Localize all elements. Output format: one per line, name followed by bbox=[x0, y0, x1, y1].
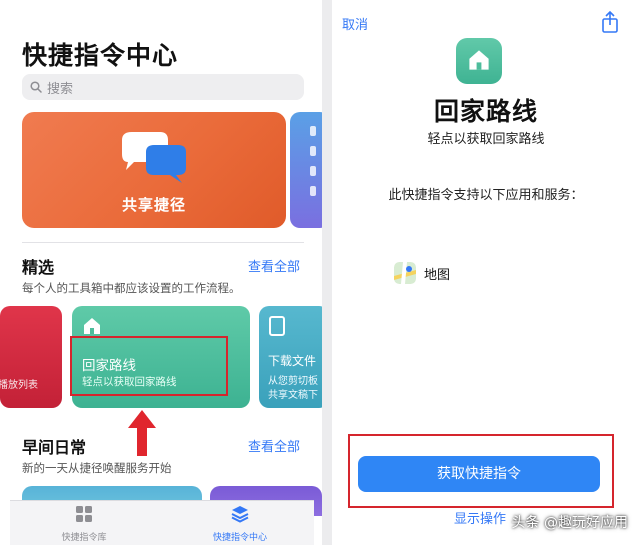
featured-see-all-link[interactable]: 查看全部 bbox=[247, 260, 300, 275]
shortcut-detail-screen: 取消 回家路线 轻点以获取回家路线 此快捷指令支持以下应用和服务： 地图 获取快… bbox=[332, 0, 640, 545]
panel-divider bbox=[322, 0, 332, 545]
page-title: 快捷指令中心 bbox=[22, 41, 179, 70]
get-shortcut-button[interactable]: 获取快捷指令 bbox=[358, 456, 600, 492]
tab-library-label: 快捷指令库 bbox=[61, 533, 107, 543]
card-directions-home[interactable]: 回家路线 轻点以获取回家路线 bbox=[72, 306, 250, 408]
search-placeholder: 搜索 bbox=[47, 81, 74, 97]
hero-card-share-shortcuts[interactable]: 共享捷径 bbox=[22, 112, 286, 228]
hero-card-peek[interactable] bbox=[290, 112, 322, 228]
cancel-button[interactable]: 取消 bbox=[342, 18, 369, 33]
card-directions-title: 回家路线 bbox=[82, 358, 136, 374]
morning-title: 早间日常 bbox=[22, 438, 87, 457]
supported-app-maps: 地图 bbox=[394, 262, 450, 284]
layers-icon bbox=[231, 506, 249, 523]
watermark: 头条 @趣玩好应用 bbox=[511, 515, 628, 531]
show-actions-link[interactable]: 显示操作 bbox=[454, 512, 507, 527]
card-download-title: 下载文件 bbox=[268, 354, 317, 368]
home-icon bbox=[469, 50, 489, 70]
chat-bubbles-icon bbox=[122, 132, 186, 183]
search-icon bbox=[30, 81, 42, 93]
card-directions-subtitle: 轻点以获取回家路线 bbox=[82, 376, 177, 388]
maps-label: 地图 bbox=[424, 267, 451, 283]
supported-apps-text: 此快捷指令支持以下应用和服务： bbox=[388, 188, 584, 203]
card-download-file[interactable]: 下载文件 从您剪切板 共享文稿下 bbox=[259, 306, 322, 408]
morning-see-all-link[interactable]: 查看全部 bbox=[247, 440, 300, 455]
shortcut-title: 回家路线 bbox=[433, 97, 538, 126]
highlight-box bbox=[348, 434, 614, 508]
featured-subtitle: 每个人的工具箱中都应该设置的工作流程。 bbox=[22, 281, 241, 295]
gallery-screen: 快捷指令中心 搜索 共享捷径 精选 查看全部 每个人的工具箱中都应该设置的工作流… bbox=[0, 41, 322, 545]
tab-gallery-label: 快捷指令中心 bbox=[212, 533, 267, 543]
grid-icon bbox=[76, 506, 92, 522]
up-arrow-icon bbox=[128, 410, 156, 456]
morning-subtitle: 新的一天从捷径唤醒服务开始 bbox=[22, 461, 172, 475]
search-input[interactable]: 搜索 bbox=[22, 74, 304, 100]
card-download-line3: 共享文稿下 bbox=[268, 390, 318, 401]
card-download-line2: 从您剪切板 bbox=[268, 376, 318, 387]
maps-icon bbox=[394, 262, 416, 284]
card-playlist-title: 播放列表 bbox=[0, 380, 38, 391]
section-divider bbox=[22, 242, 304, 243]
card-playlist[interactable]: 播放列表 bbox=[0, 306, 62, 408]
share-icon[interactable] bbox=[600, 10, 620, 34]
shortcut-subtitle: 轻点以获取回家路线 bbox=[427, 132, 545, 147]
tab-gallery[interactable]: 快捷指令中心 bbox=[180, 505, 300, 544]
document-icon bbox=[269, 316, 285, 336]
highlight-box bbox=[70, 336, 228, 396]
featured-title: 精选 bbox=[22, 258, 55, 277]
home-icon bbox=[84, 318, 100, 334]
hero-label: 共享捷径 bbox=[121, 196, 186, 214]
tab-bar: 快捷指令库 快捷指令中心 bbox=[10, 500, 314, 545]
shortcut-icon bbox=[456, 38, 502, 84]
tab-library[interactable]: 快捷指令库 bbox=[24, 505, 144, 544]
